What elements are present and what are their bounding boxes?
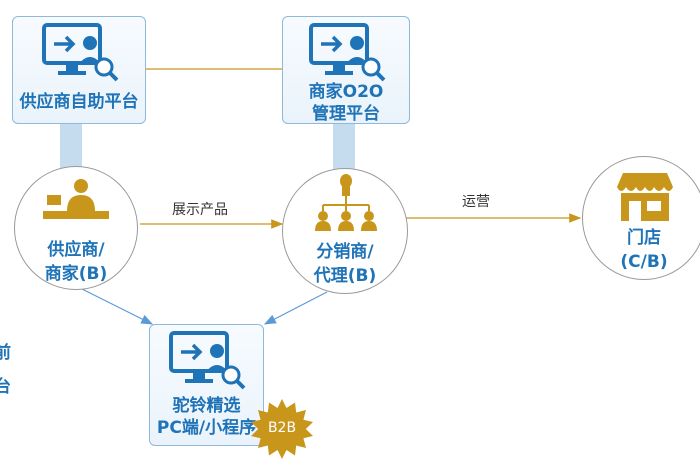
store-label-line1: 门店: [627, 228, 661, 248]
desk-person-icon: [43, 179, 109, 219]
supplier-to-b2b-arrow: [79, 287, 154, 325]
computer-user-search-icon: [309, 23, 386, 82]
b2b-seal-badge: [251, 399, 313, 459]
supplier-label-line1: 供应商/: [47, 240, 105, 260]
merchant-connector-bar: [333, 124, 355, 172]
b2b-badge-label: B2B: [267, 420, 297, 436]
computer-user-search-icon: [42, 23, 119, 82]
left-edge-text-line1: 前: [0, 343, 11, 363]
distributor-node[interactable]: 分销商/ 代理(B): [282, 168, 408, 294]
distributor-label-line1: 分销商/: [316, 242, 374, 262]
storefront-icon: [617, 173, 673, 221]
b2b-seal-shape: [251, 399, 313, 459]
store-node[interactable]: 门店 (C/B): [582, 156, 700, 280]
distributor-label-line2: 代理(B): [313, 266, 377, 286]
supplier-node[interactable]: 供应商/ 商家(B): [14, 166, 138, 290]
operate-label: 运营: [462, 194, 490, 210]
org-tree-icon: [315, 174, 377, 231]
computer-user-search-icon: [169, 331, 246, 390]
merchant-platform-label-line1: 商家O2O: [308, 82, 384, 102]
merchant-platform-label-line2: 管理平台: [312, 104, 380, 124]
mini-program-platform-card[interactable]: 驼铃精选 PC端/小程序: [149, 324, 264, 446]
merchant-o2o-platform-card[interactable]: 商家O2O 管理平台: [282, 16, 410, 124]
show-products-label: 展示产品: [172, 202, 228, 218]
supplier-label-line2: 商家(B): [44, 264, 108, 284]
mini-program-label-line2: PC端/小程序: [156, 418, 257, 438]
distributor-to-b2b-arrow: [263, 291, 328, 325]
supplier-platform-card[interactable]: 供应商自助平台: [12, 16, 146, 124]
supplier-connector-bar: [60, 124, 82, 172]
left-edge-text: 前 台: [0, 336, 14, 404]
store-label-line2: (C/B): [620, 252, 668, 272]
supplier-platform-label: 供应商自助平台: [19, 92, 139, 112]
mini-program-label-line1: 驼铃精选: [172, 396, 241, 416]
left-edge-text-line2: 台: [0, 377, 11, 397]
